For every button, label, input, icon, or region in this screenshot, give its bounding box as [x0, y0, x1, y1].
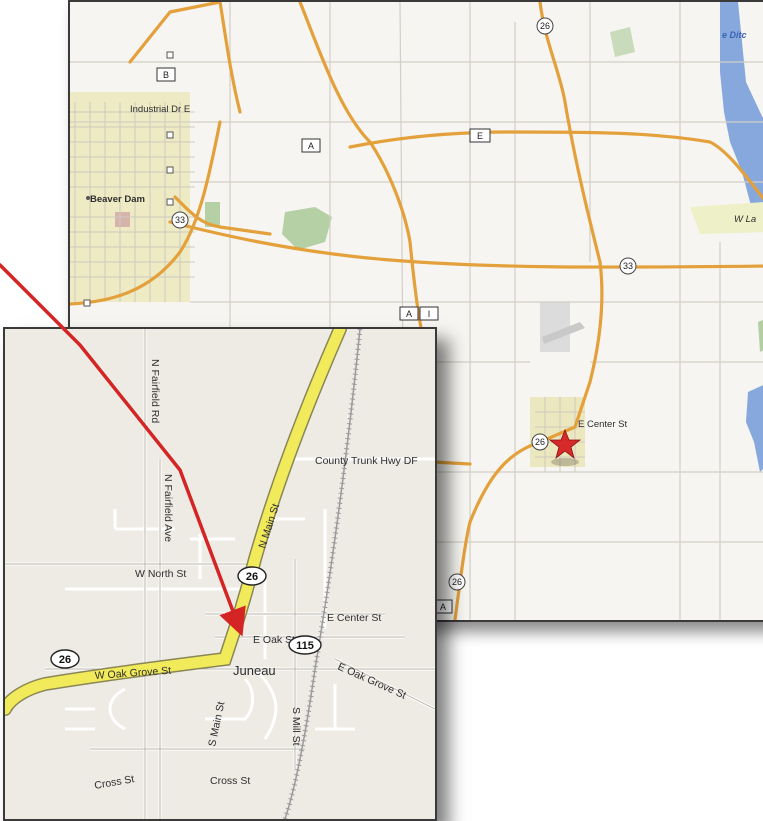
label-fairfield-ave: N Fairfield Ave: [162, 474, 174, 542]
label-w-oak-grove-st: W Oak Grove St: [94, 665, 171, 682]
shield-hwy115: 115: [288, 635, 322, 655]
shield-hwy26-inset-center: 26: [237, 566, 267, 586]
label-s-mill-st: S Mill St: [290, 707, 302, 746]
label-e-center-st-inset: E Center St: [327, 612, 381, 624]
svg-text:33: 33: [623, 261, 633, 271]
svg-text:A: A: [440, 602, 446, 612]
svg-text:115: 115: [296, 640, 314, 652]
svg-text:B: B: [163, 70, 169, 80]
svg-text:26: 26: [452, 577, 462, 587]
svg-text:A: A: [308, 141, 314, 151]
county-a-i-shield: A I: [399, 306, 439, 321]
svg-text:E: E: [477, 131, 483, 141]
inset-map[interactable]: N Fairfield Rd N Fairfield Ave N Main St…: [3, 327, 437, 821]
svg-text:33: 33: [175, 215, 185, 225]
label-w-lake-road: W La: [734, 214, 756, 225]
hwy26-inset: [5, 329, 347, 716]
label-s-main-st: S Main St: [206, 701, 227, 748]
label-e-oak-st: E Oak St: [253, 634, 295, 646]
lake-water: [720, 2, 763, 472]
county-a-shield: A: [301, 138, 321, 153]
label-e-center-st: E Center St: [578, 419, 627, 430]
label-county-trunk: County Trunk Hwy DF: [315, 455, 418, 467]
svg-text:26: 26: [535, 437, 545, 447]
label-beaver-dam: Beaver Dam: [90, 194, 145, 205]
location-star-icon[interactable]: [548, 428, 582, 466]
railroad: [282, 329, 363, 819]
svg-text:A: A: [406, 309, 412, 319]
label-juneau: Juneau: [233, 663, 276, 678]
svg-text:26: 26: [540, 21, 550, 31]
county-e-shield: E: [469, 128, 491, 143]
label-e-oak-grove-st: E Oak Grove St: [336, 661, 408, 702]
shield-hwy26-town: 26: [531, 433, 549, 451]
inset-street-grid: [5, 329, 435, 819]
shield-hwy26-inset-west: 26: [50, 649, 80, 669]
shield-hwy26-bottom: 26: [448, 573, 466, 591]
beaver-dam-dot: [86, 196, 90, 200]
inset-gray-outline: [5, 329, 435, 819]
shield-hwy26-top: 26: [536, 17, 554, 35]
label-cross-st-west: Cross St: [93, 773, 135, 792]
label-cross-st-east: Cross St: [210, 775, 250, 787]
label-industrial-dr: Industrial Dr E: [130, 104, 190, 115]
svg-text:26: 26: [59, 654, 71, 666]
city-street-grid: [70, 102, 585, 472]
label-w-north-st: W North St: [135, 568, 186, 580]
shield-hwy33-east: 33: [619, 257, 637, 275]
label-fairfield-rd: N Fairfield Rd: [149, 359, 161, 423]
svg-text:I: I: [428, 309, 431, 319]
county-b-shield: B: [156, 67, 176, 82]
svg-text:26: 26: [246, 571, 258, 583]
label-water: e Ditc: [722, 30, 747, 40]
shield-hwy33-west: 33: [171, 211, 189, 229]
